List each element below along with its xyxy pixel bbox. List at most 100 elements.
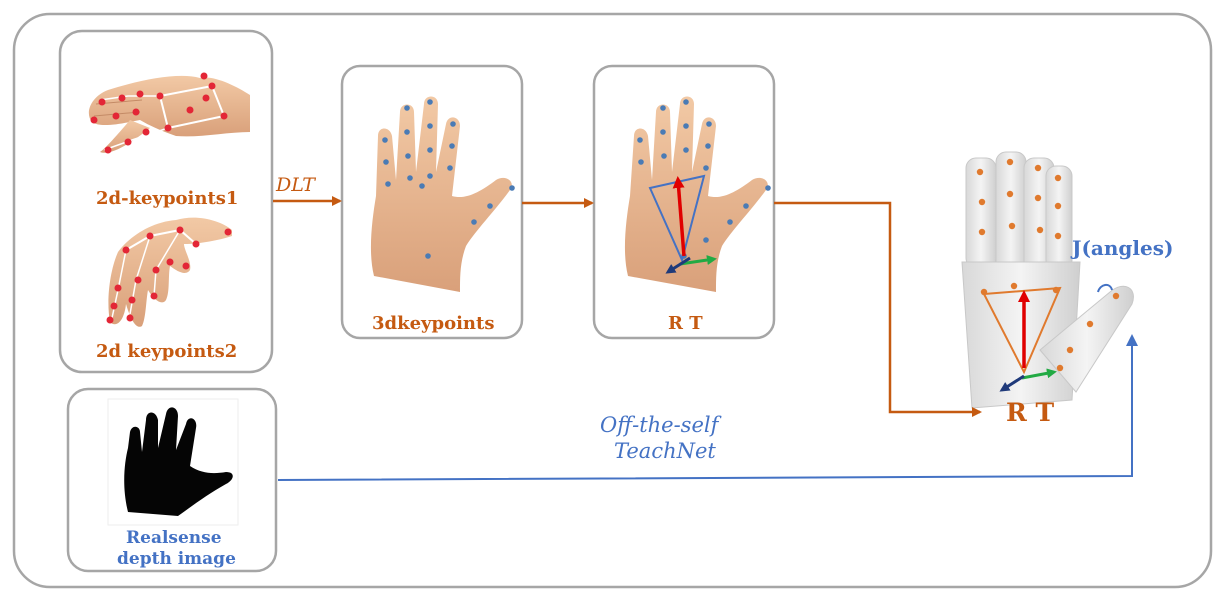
kp-robot bbox=[1112, 292, 1120, 300]
kp-rt bbox=[661, 153, 667, 159]
kp-3d bbox=[385, 181, 391, 187]
kp-rt bbox=[683, 147, 689, 153]
label-rt-palm: R T bbox=[668, 313, 703, 334]
kp-rt bbox=[705, 143, 711, 149]
kp-robot bbox=[1036, 226, 1044, 234]
kp-2d1 bbox=[136, 90, 144, 98]
kp-2d1 bbox=[112, 112, 120, 120]
label-2d-keypoints2: 2d keypoints2 bbox=[96, 341, 238, 362]
frame-axis-navy-rt bbox=[665, 256, 691, 274]
hand-image-2d-keypoints2 bbox=[108, 217, 232, 327]
kp-2d2 bbox=[176, 226, 184, 234]
kp-robot bbox=[1054, 232, 1062, 240]
kp-robot bbox=[1006, 190, 1014, 198]
panel-depth-image bbox=[66, 387, 278, 573]
kp-robot bbox=[1006, 158, 1014, 166]
arrow-teachnet bbox=[277, 334, 1138, 481]
kp-2d2 bbox=[134, 276, 142, 284]
kp-2d1 bbox=[164, 124, 172, 132]
kp-2d1 bbox=[124, 138, 132, 146]
kp-rt bbox=[727, 219, 733, 225]
kp-3d bbox=[509, 185, 515, 191]
kp-robot bbox=[1010, 282, 1018, 290]
kp-3d bbox=[383, 159, 389, 165]
kp-2d1 bbox=[90, 116, 98, 124]
label-2d-keypoints1: 2d-keypoints1 bbox=[96, 188, 239, 209]
frame-axis-green-robot bbox=[1021, 368, 1057, 380]
kp-rt bbox=[765, 185, 771, 191]
keypoints-2d-set1 bbox=[90, 72, 228, 154]
kp-robot bbox=[978, 198, 986, 206]
kp-2d2 bbox=[166, 258, 174, 266]
keypoints-3d bbox=[382, 99, 515, 259]
kp-3d bbox=[427, 173, 433, 179]
kp-3d bbox=[450, 121, 456, 127]
kp-rt bbox=[683, 99, 689, 105]
label-joint-angles: J(angles) bbox=[1072, 236, 1174, 260]
frame-axis-green-rt bbox=[679, 255, 717, 266]
kp-2d2 bbox=[106, 316, 114, 324]
kp-3d bbox=[407, 175, 413, 181]
label-teachnet-line1: Off-the-self bbox=[600, 413, 719, 437]
kp-rt bbox=[703, 165, 709, 171]
kp-2d2 bbox=[152, 266, 160, 274]
kp-robot bbox=[976, 168, 984, 176]
kp-2d1 bbox=[200, 72, 208, 80]
label-depth-line1: Realsense bbox=[126, 528, 222, 548]
kp-2d2 bbox=[192, 240, 200, 248]
kp-robot bbox=[1066, 346, 1074, 354]
kp-rt bbox=[743, 203, 749, 209]
kp-2d1 bbox=[202, 94, 210, 102]
kp-3d bbox=[471, 219, 477, 225]
kp-robot bbox=[1086, 320, 1094, 328]
kp-2d2 bbox=[224, 228, 232, 236]
kp-2d1 bbox=[220, 112, 228, 120]
label-depth-line2: depth image bbox=[117, 549, 236, 569]
kp-3d bbox=[382, 137, 388, 143]
kp-robot bbox=[978, 228, 986, 236]
outer-frame bbox=[12, 12, 1213, 589]
kp-2d1 bbox=[142, 128, 150, 136]
kp-3d bbox=[447, 165, 453, 171]
kp-rt bbox=[660, 105, 666, 111]
label-teachnet-line2: TeachNet bbox=[614, 439, 716, 463]
hand-image-2d-keypoints1 bbox=[88, 75, 250, 153]
kp-rt bbox=[706, 121, 712, 127]
robot-hand-model bbox=[961, 151, 1134, 409]
kp-2d2 bbox=[114, 284, 122, 292]
kp-2d1 bbox=[208, 82, 216, 90]
kp-3d bbox=[405, 153, 411, 159]
kp-robot bbox=[1056, 364, 1064, 372]
hand-image-rt bbox=[624, 96, 768, 292]
kp-robot bbox=[1008, 222, 1016, 230]
kp-2d2 bbox=[122, 246, 130, 254]
panel-2d-keypoints bbox=[58, 29, 274, 374]
frame-axis-red-rt bbox=[672, 176, 686, 257]
frame-axis-navy-robot bbox=[999, 374, 1025, 392]
keypoints-robot bbox=[976, 158, 1120, 372]
kp-2d2 bbox=[126, 314, 134, 322]
kp-2d2 bbox=[128, 296, 136, 304]
hand-image-3dkeypoints bbox=[370, 96, 512, 292]
label-rt-robot: R T bbox=[1006, 398, 1055, 427]
depth-image-hand bbox=[124, 407, 233, 516]
kp-rt bbox=[703, 237, 709, 243]
kp-3d bbox=[427, 123, 433, 129]
kp-2d1 bbox=[186, 106, 194, 114]
keypoints-rt bbox=[637, 99, 771, 259]
label-3dkeypoints: 3dkeypoints bbox=[372, 313, 495, 334]
arrow-rt-to-robot bbox=[774, 201, 982, 417]
kp-2d1 bbox=[156, 92, 164, 100]
kp-robot bbox=[1034, 164, 1042, 172]
kp-3d bbox=[404, 105, 410, 111]
kp-2d2 bbox=[110, 302, 118, 310]
kp-rt bbox=[660, 129, 666, 135]
kp-robot bbox=[1034, 194, 1042, 202]
keypoints-2d-set2 bbox=[106, 226, 232, 324]
kp-2d1 bbox=[98, 98, 106, 106]
kp-3d bbox=[427, 99, 433, 105]
kp-rt bbox=[637, 137, 643, 143]
kp-robot bbox=[1054, 174, 1062, 182]
